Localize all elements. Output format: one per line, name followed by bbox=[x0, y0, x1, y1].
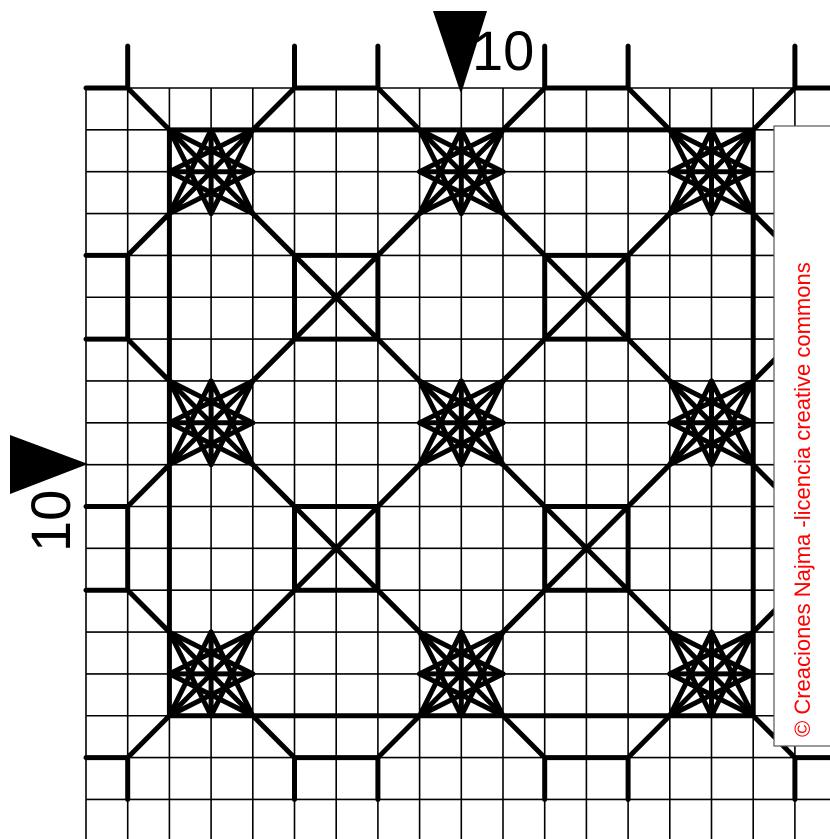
left-marker-label: 10 bbox=[19, 490, 82, 552]
copyright-notice: © Creaciones Najma -licencia creative co… bbox=[774, 126, 830, 746]
top-marker-label: 10 bbox=[472, 19, 534, 82]
copyright-text: © Creaciones Najma -licencia creative co… bbox=[790, 262, 815, 737]
